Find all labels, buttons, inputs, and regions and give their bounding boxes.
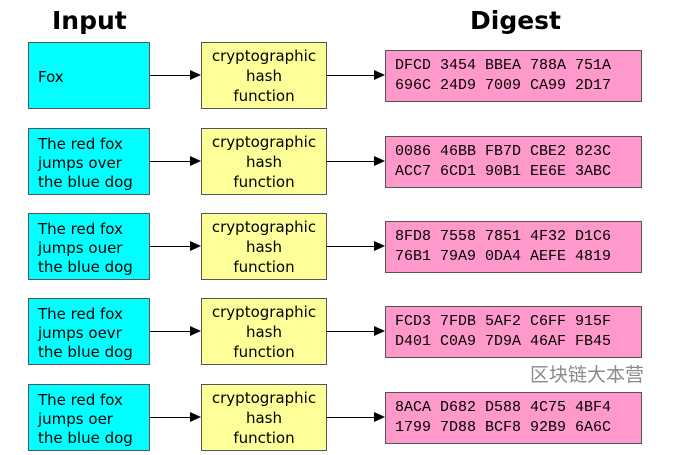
watermark: 区块链大本营 xyxy=(530,364,645,386)
input-box: The red fox jumps oer the blue dog xyxy=(28,384,150,451)
hash-function-box: cryptographic hash function xyxy=(201,213,327,280)
input-text: The red fox jumps oevr the blue dog xyxy=(38,304,133,361)
hash-function-label: cryptographic hash function xyxy=(211,132,317,191)
arrow-icon xyxy=(150,241,201,251)
arrow-icon xyxy=(150,70,201,80)
digest-box: FCD3 7FDB 5AF2 C6FF 915F D401 C0A9 7D9A … xyxy=(385,306,642,358)
arrow-icon xyxy=(150,326,201,336)
input-text: Fox xyxy=(38,67,64,86)
input-box: The red fox jumps over the blue dog xyxy=(28,128,150,195)
digest-box: 0086 46BB FB7D CBE2 823C ACC7 6CD1 90B1 … xyxy=(385,136,642,188)
input-text: The red fox jumps ouer the blue dog xyxy=(38,219,133,276)
input-box: The red fox jumps oevr the blue dog xyxy=(28,298,150,365)
arrow-icon xyxy=(150,412,201,422)
hash-function-label: cryptographic hash function xyxy=(211,46,317,105)
hash-function-box: cryptographic hash function xyxy=(201,42,327,109)
digest-box: DFCD 3454 BBEA 788A 751A 696C 24D9 7009 … xyxy=(385,50,642,102)
hash-function-label: cryptographic hash function xyxy=(211,302,317,361)
hash-function-box: cryptographic hash function xyxy=(201,128,327,195)
arrow-icon xyxy=(327,412,385,422)
arrow-icon xyxy=(327,326,385,336)
input-box: Fox xyxy=(28,42,150,109)
digest-box: 8ACA D682 D588 4C75 4BF4 1799 7D88 BCF8 … xyxy=(385,392,642,444)
arrow-icon xyxy=(327,156,385,166)
arrow-icon xyxy=(327,241,385,251)
hash-function-label: cryptographic hash function xyxy=(211,388,317,447)
hash-function-box: cryptographic hash function xyxy=(201,298,327,365)
input-text: The red fox jumps oer the blue dog xyxy=(38,390,133,447)
digest-column-title: Digest xyxy=(470,6,562,35)
input-column-title: Input xyxy=(52,6,127,35)
input-text: The red fox jumps over the blue dog xyxy=(38,134,133,191)
digest-box: 8FD8 7558 7851 4F32 D1C6 76B1 79A9 0DA4 … xyxy=(385,221,642,273)
hash-function-box: cryptographic hash function xyxy=(201,384,327,451)
arrow-icon xyxy=(150,156,201,166)
hash-function-label: cryptographic hash function xyxy=(211,217,317,276)
input-box: The red fox jumps ouer the blue dog xyxy=(28,213,150,280)
arrow-icon xyxy=(327,70,385,80)
